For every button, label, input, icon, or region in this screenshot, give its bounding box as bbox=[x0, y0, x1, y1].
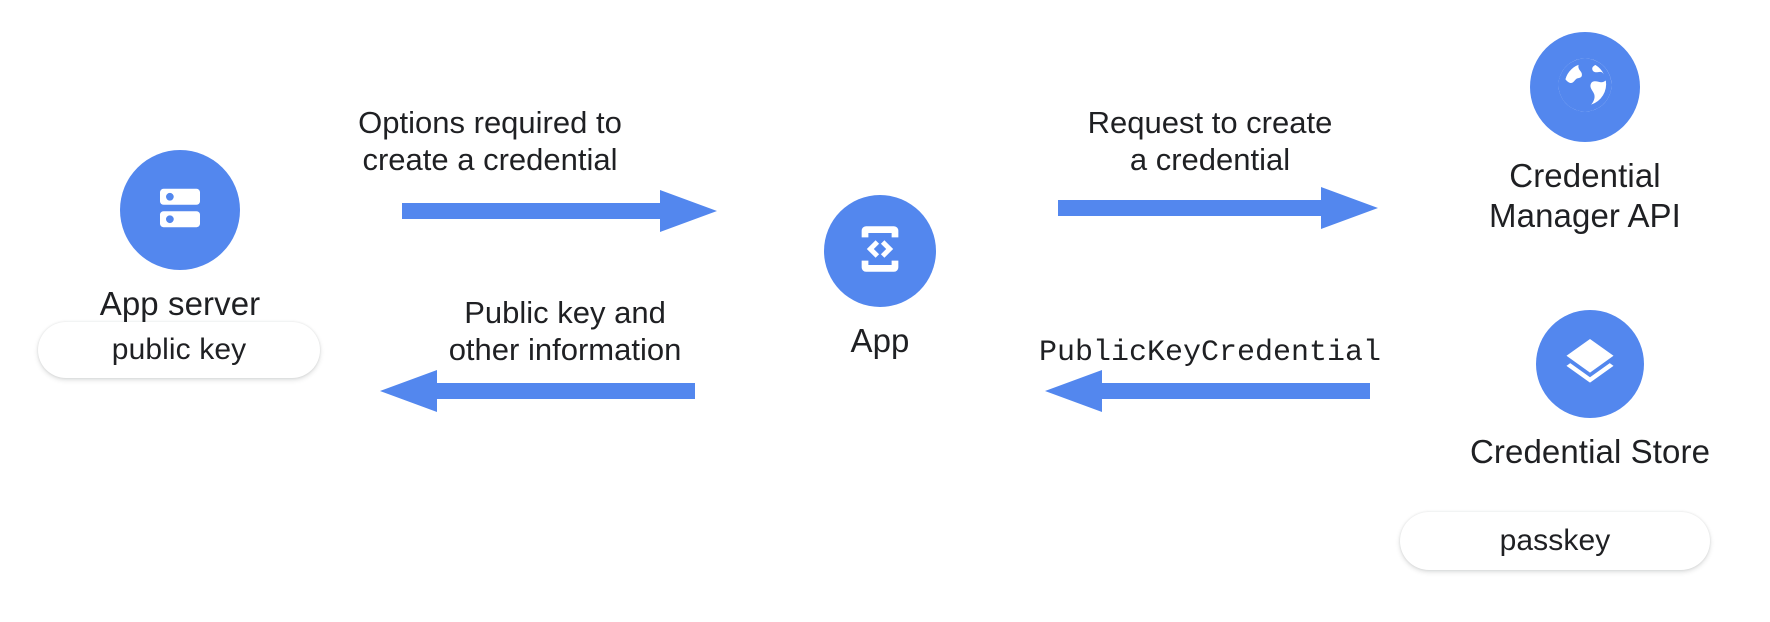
node-credential-manager-api-label: Credential Manager API bbox=[1489, 157, 1681, 234]
app-code-icon bbox=[849, 218, 911, 285]
layers-icon bbox=[1559, 331, 1621, 398]
app-server-circle bbox=[120, 150, 240, 270]
server-icon bbox=[148, 176, 212, 245]
arrow-request-to-create bbox=[1058, 187, 1378, 229]
arrow-label-request-to-create: Request to create a credential bbox=[1087, 105, 1333, 177]
node-app-server: App server bbox=[40, 150, 320, 324]
node-credential-store-label: Credential Store bbox=[1469, 433, 1711, 470]
node-credential-manager-api: Credential Manager API bbox=[1420, 32, 1750, 236]
globe-icon bbox=[1548, 48, 1622, 127]
chip-public-key: public key bbox=[38, 322, 320, 378]
arrow-options-required bbox=[402, 190, 717, 232]
app-circle bbox=[824, 195, 936, 307]
chip-public-key-label: public key bbox=[111, 333, 247, 366]
arrow-label-public-key-and-other-information: Public key and other information bbox=[448, 295, 682, 367]
chip-passkey: passkey bbox=[1400, 512, 1710, 570]
arrow-label-public-key-credential: PublicKeyCredential bbox=[1038, 336, 1382, 370]
arrow-public-key-credential bbox=[1040, 370, 1370, 412]
credential-store-circle bbox=[1536, 310, 1644, 418]
node-app: App bbox=[760, 195, 1000, 361]
arrow-public-key-and-other-information bbox=[375, 370, 695, 412]
node-app-label: App bbox=[850, 322, 910, 359]
arrow-label-options-required: Options required to create a credential bbox=[358, 105, 622, 177]
chip-passkey-label: passkey bbox=[1499, 524, 1611, 557]
node-app-server-label: App server bbox=[99, 285, 261, 322]
credential-manager-api-circle bbox=[1530, 32, 1640, 142]
node-credential-store: Credential Store bbox=[1425, 310, 1755, 472]
